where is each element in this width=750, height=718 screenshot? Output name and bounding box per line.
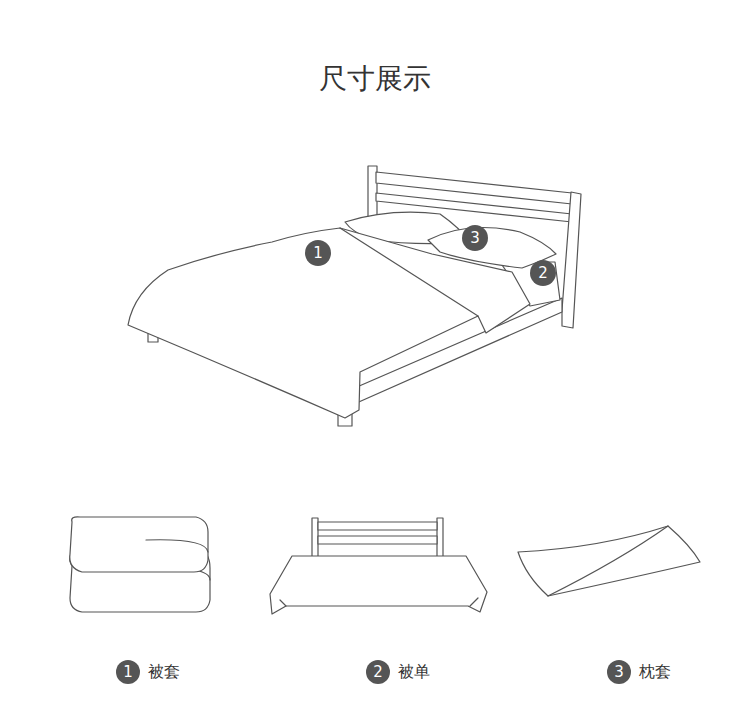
headboard-post bbox=[562, 192, 581, 328]
pillowcase bbox=[518, 526, 700, 596]
folded-duvet bbox=[70, 517, 208, 572]
part-label: 枕套 bbox=[639, 662, 671, 683]
callout-number: 3 bbox=[614, 665, 624, 680]
callout-number: 1 bbox=[313, 246, 323, 261]
callout-circle: 1被套 bbox=[116, 660, 140, 684]
pillowcase-edge bbox=[548, 526, 668, 596]
duvet bbox=[128, 228, 530, 418]
headboard-post bbox=[437, 518, 443, 560]
folded-duvet bbox=[146, 540, 208, 552]
bed-sheet bbox=[270, 556, 487, 614]
headboard-post bbox=[312, 518, 318, 560]
callout-circle: 2被单 bbox=[366, 660, 390, 684]
part-label: 被单 bbox=[398, 662, 430, 683]
page-title: 尺寸展示 bbox=[0, 60, 750, 98]
callout-circle: 3枕套 bbox=[607, 660, 631, 684]
duvet-fold bbox=[340, 228, 478, 316]
callout-number: 3 bbox=[470, 231, 480, 246]
callout-circle: 2 bbox=[530, 260, 556, 286]
callout-number: 1 bbox=[123, 665, 133, 680]
sheet-fold bbox=[280, 598, 478, 606]
headboard-rail bbox=[318, 522, 437, 530]
callout-number: 2 bbox=[373, 665, 383, 680]
callout-number: 2 bbox=[538, 266, 548, 281]
part-label: 被套 bbox=[148, 662, 180, 683]
callout-circle: 1 bbox=[305, 240, 331, 266]
callout-circle: 3 bbox=[462, 225, 488, 251]
headboard-rail bbox=[318, 536, 437, 544]
